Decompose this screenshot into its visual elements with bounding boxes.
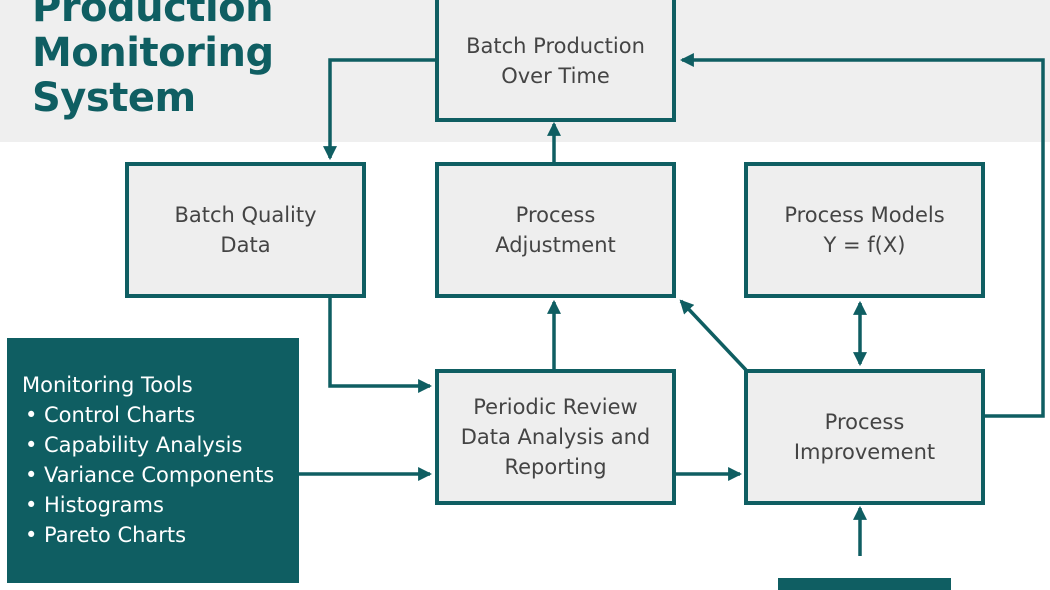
- title-line: System: [32, 75, 196, 121]
- process-adjustment-box: Process Adjustment: [435, 162, 676, 298]
- bullet-icon: •: [25, 403, 38, 427]
- box-label-line: Reporting: [504, 455, 607, 479]
- bullet-icon: •: [25, 463, 38, 487]
- title-line: Monitoring: [32, 30, 274, 76]
- process-improvement-box: Process Improvement: [744, 369, 985, 505]
- monitoring-tools-heading: Monitoring Tools: [22, 373, 193, 397]
- arrow-improvement-to-production: [679, 53, 1045, 418]
- bullet-icon: •: [25, 433, 38, 457]
- diagram-title: Production Monitoring System: [32, 0, 332, 121]
- box-label-line: Data Analysis and: [460, 425, 651, 449]
- box-label-line: Process: [824, 410, 905, 434]
- list-item: •Capability Analysis: [22, 430, 299, 460]
- box-label-line: Batch Production: [466, 34, 645, 58]
- box-label-line: Periodic Review: [473, 395, 638, 419]
- arrow-production-to-quality: [323, 58, 437, 161]
- box-label-line: Process Models: [784, 203, 945, 227]
- box-label-line: Batch Quality: [174, 203, 317, 227]
- list-item-label: Pareto Charts: [44, 523, 187, 547]
- cropped-bottom-box: [778, 578, 951, 590]
- box-label-line: Over Time: [501, 64, 610, 88]
- box-label-line: Process: [515, 203, 596, 227]
- list-item-label: Variance Components: [44, 463, 275, 487]
- monitoring-tools-panel: Monitoring Tools •Control Charts •Capabi…: [7, 338, 299, 583]
- process-models-box: Process Models Y = f(X): [744, 162, 985, 298]
- box-label-line: Y = f(X): [823, 233, 906, 257]
- box-label-line: Data: [220, 233, 271, 257]
- batch-quality-box: Batch Quality Data: [125, 162, 366, 298]
- monitoring-tools-list: •Control Charts •Capability Analysis •Va…: [22, 400, 299, 550]
- list-item-label: Control Charts: [44, 403, 196, 427]
- list-item: •Control Charts: [22, 400, 299, 430]
- list-item-label: Histograms: [44, 493, 164, 517]
- bullet-icon: •: [25, 523, 38, 547]
- batch-production-box: Batch Production Over Time: [435, 0, 676, 122]
- box-label-line: Improvement: [793, 440, 936, 464]
- list-item: •Histograms: [22, 490, 299, 520]
- arrow-improvement-to-adjustment: [679, 299, 748, 372]
- list-item: •Pareto Charts: [22, 520, 299, 550]
- title-line: Production: [32, 0, 274, 31]
- bullet-icon: •: [25, 493, 38, 517]
- list-item-label: Capability Analysis: [44, 433, 243, 457]
- box-label-line: Adjustment: [495, 233, 616, 257]
- list-item: •Variance Components: [22, 460, 299, 490]
- arrow-quality-to-review: [328, 296, 433, 393]
- periodic-review-box: Periodic Review Data Analysis and Report…: [435, 369, 676, 505]
